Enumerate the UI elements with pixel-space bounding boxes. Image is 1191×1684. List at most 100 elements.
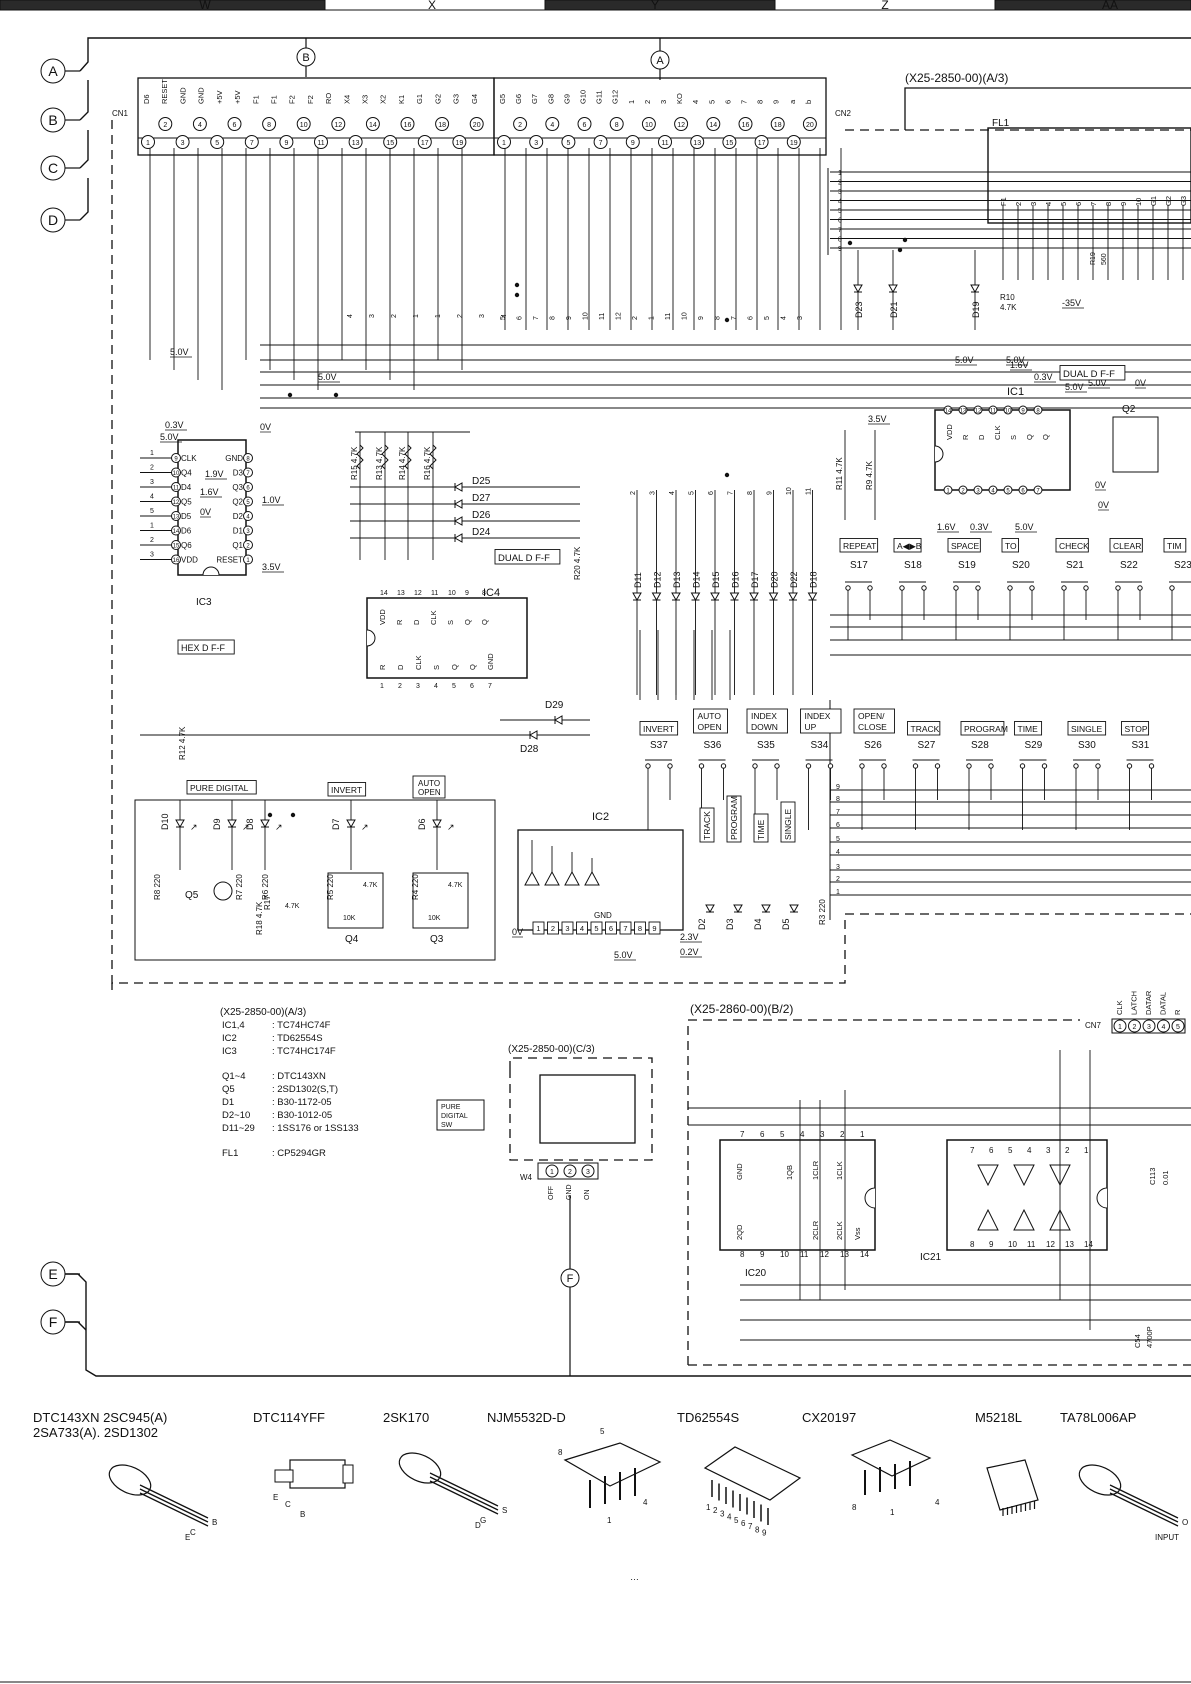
ic21-notch — [1096, 1187, 1108, 1209]
switch-terminal — [953, 585, 959, 591]
switch-ref-S29: S29 — [1025, 740, 1043, 751]
ic4-pin-name: GND — [486, 653, 495, 670]
ic4-pin-num: 9 — [465, 590, 469, 597]
ic1-pin — [1003, 405, 1013, 415]
led-label-invert-frame — [327, 782, 367, 797]
ic21-body — [946, 1139, 1108, 1251]
package-sip — [986, 1459, 1039, 1511]
diode-symbol-D11 — [632, 592, 642, 602]
led-ref-D6: D6 — [417, 818, 427, 830]
led-ref-D7: D7 — [331, 818, 341, 830]
ic4-pin-name: VDD — [378, 609, 387, 625]
bus-number: 1 — [836, 889, 840, 896]
switch-terminal — [1095, 763, 1101, 769]
cn7-pin-num: 1 — [1118, 1024, 1122, 1031]
connector-bottom-letter: F — [567, 1273, 574, 1285]
ic1-pin — [1018, 485, 1028, 495]
ic20-pin-num: 8 — [740, 1250, 745, 1259]
package-dip18-pin: 5 — [734, 1516, 739, 1525]
led-arrow: ↗ — [242, 822, 250, 832]
package-dip8-pin: 5 — [600, 1427, 605, 1436]
package-dtc114-tab — [274, 1469, 294, 1483]
voltage-6: 0V — [1135, 378, 1146, 388]
parts-value: : 1SS176 or 1SS133 — [272, 1123, 359, 1134]
led-D5 — [789, 904, 799, 914]
ic1-pin-name: Q — [1041, 434, 1050, 440]
resistor-label: R18 4.7K — [255, 901, 264, 935]
led-label-pure-digital-frame — [186, 780, 257, 795]
package-dip18-pin: 7 — [748, 1522, 753, 1531]
switch-terminal — [912, 763, 919, 769]
bias-resistor: 10K — [428, 915, 441, 922]
connector-pin — [141, 135, 155, 149]
connector-signal: KO — [675, 93, 684, 104]
switch-terminal — [1126, 763, 1133, 769]
connector-pin — [690, 135, 705, 149]
ic1-pin-num: 14 — [945, 409, 952, 415]
resistor-label: R3 220 — [818, 899, 827, 925]
connector-signal: F1 — [269, 95, 278, 104]
ic1-pin-num: 2 — [961, 489, 965, 495]
ic1-notch — [934, 445, 944, 463]
cap-value: 0.01 — [1161, 1170, 1170, 1185]
fl1-label: FL1 — [992, 118, 1010, 129]
switch-key-S36: AUTO — [698, 711, 722, 721]
switch-terminal — [1073, 763, 1079, 769]
ic21-pin-num: 6 — [989, 1146, 994, 1155]
connector-signal: +5V — [233, 90, 242, 104]
switch-key-S21-frame — [1055, 538, 1089, 553]
buffer-gate — [544, 870, 560, 886]
voltage-0: 5.0V — [955, 355, 974, 365]
ic3-pin-num: 12 — [173, 500, 180, 506]
connector-pin-number: 5 — [215, 140, 219, 147]
ic2-pin — [561, 921, 574, 935]
connector-signal: X4 — [342, 95, 351, 104]
wire-index: 1 — [649, 316, 656, 320]
switch-terminal — [1115, 585, 1121, 591]
fl1-pin: G1 — [1149, 196, 1158, 206]
package-name-3: NJM5532D-D — [487, 1410, 566, 1425]
ic4-pin-num: 12 — [414, 590, 422, 597]
package-to92-2-pin: S — [502, 1506, 507, 1515]
switch-key-S18-frame — [893, 538, 922, 553]
cn7-pin-num: 5 — [1176, 1024, 1180, 1031]
switch-key-S35: DOWN — [751, 722, 778, 732]
bus-number: 5 — [838, 208, 842, 215]
ic3-pin-num: 7 — [246, 471, 250, 477]
voltage-20: 1.0V — [262, 495, 281, 505]
switch-key-S20-frame — [1001, 538, 1019, 553]
switch-terminal — [1041, 763, 1048, 769]
connector-pin-number: 10 — [645, 122, 653, 129]
voltage-4: 0.3V — [1034, 372, 1053, 382]
connector-signal: G2 — [433, 94, 442, 104]
connector-pin — [435, 117, 450, 131]
connector-pin-number: 16 — [404, 122, 412, 129]
ic21-pin-num: 14 — [1084, 1240, 1093, 1249]
ic1-pin-name: VDD — [945, 424, 954, 440]
ic4-pin-num: 2 — [398, 683, 402, 690]
connector-pin — [625, 135, 640, 149]
ic4-pin-num: 14 — [380, 590, 388, 597]
fl1-pin: 5 — [1059, 202, 1068, 206]
resistor-value: 4.7K — [1000, 303, 1017, 312]
ic20-pin-name: 2CLR — [811, 1220, 820, 1240]
fl1-pin: 8 — [1104, 202, 1113, 206]
resistor-label: R20 4.7K — [573, 546, 582, 580]
cn7-pin — [1142, 1019, 1156, 1033]
bus-number: 7 — [838, 227, 842, 234]
bus-number: 1 — [838, 170, 842, 177]
switch-key-S26: OPEN/ — [858, 711, 885, 721]
led-ref-D2: D2 — [697, 918, 707, 930]
ic1-pin-num: 5 — [1006, 489, 1010, 495]
ic3-pin — [243, 467, 253, 478]
connector-pin-number: 6 — [583, 122, 587, 129]
resistor-label: R14 4.7K — [398, 446, 407, 480]
switch-ref-S21: S21 — [1066, 560, 1084, 571]
package-to92-0-lead — [139, 1484, 209, 1519]
wire-index: 7 — [731, 316, 738, 320]
connector-signal: 5 — [707, 100, 716, 104]
connector-letter-D: D — [48, 212, 58, 228]
ic4-pin-num: 11 — [431, 590, 438, 597]
connector-pin-number: 19 — [456, 140, 464, 147]
